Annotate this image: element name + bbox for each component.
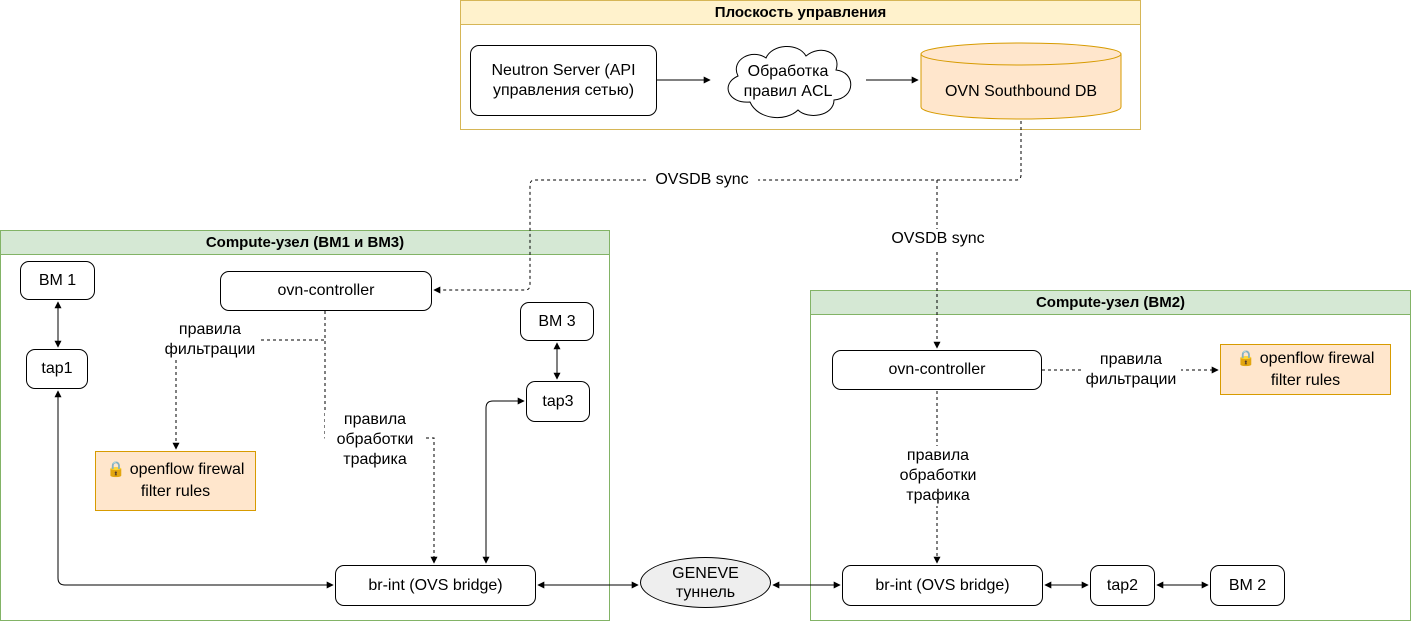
- geneve-tunnel-label: GENEVE туннель: [672, 564, 739, 601]
- neutron-server-label: Neutron Server (API управления сетью): [491, 61, 636, 99]
- compute-node-right: Compute-узел (ВМ2): [810, 290, 1411, 621]
- br-int-right[interactable]: br-int (OVS bridge): [842, 565, 1043, 606]
- control-plane-container: Плоскость управления: [460, 0, 1141, 130]
- acl-processing-cloud[interactable]: Обработка правил ACL: [712, 38, 864, 124]
- control-plane-title: Плоскость управления: [461, 1, 1140, 25]
- cloud-shape: [727, 46, 852, 119]
- compute-node-right-title: Compute-узел (ВМ2): [811, 291, 1410, 315]
- neutron-server-node[interactable]: Neutron Server (API управления сетью): [470, 45, 657, 116]
- geneve-tunnel-node[interactable]: GENEVE туннель: [640, 557, 771, 608]
- compute-node-left-title: Compute-узел (ВМ1 и ВМ3): [1, 231, 609, 255]
- compute-node-left: Compute-узел (ВМ1 и ВМ3): [0, 230, 610, 621]
- tap3-brint-edge: [482, 397, 525, 564]
- ovn-controller-left[interactable]: ovn-controller: [220, 271, 432, 311]
- filter-rules-left-label: правила фильтрации: [160, 320, 260, 360]
- vm3-node[interactable]: ВМ 3: [520, 302, 594, 341]
- ovsdb-sync-left-edge: [433, 121, 1022, 294]
- openflow-firewall-rules-right-content: 🔒 openflow firewal filter rules: [1223, 348, 1388, 392]
- processing-rules-right-label: правила обработки трафика: [888, 446, 988, 506]
- openflow-firewall-rules-right-label: openflow firewal filter rules: [1259, 349, 1375, 389]
- southbound-db-node[interactable]: OVN Southbound DB: [920, 42, 1122, 120]
- filter-rules-right-label: правила фильтрации: [1081, 350, 1181, 390]
- ovsdb-sync-left-label: OVSDB sync: [646, 170, 758, 190]
- ovn-controller-right[interactable]: ovn-controller: [832, 350, 1042, 390]
- lock-icon: 🔒: [1236, 349, 1256, 367]
- openflow-firewall-rules-right[interactable]: 🔒 openflow firewal filter rules: [1220, 344, 1391, 395]
- acl-processing-label: Обработка правил ACL: [743, 63, 833, 100]
- tap3-node[interactable]: tap3: [526, 381, 590, 422]
- ovsdb-sync-right-label: OVSDB sync: [882, 229, 994, 249]
- br-int-left[interactable]: br-int (OVS bridge): [335, 565, 536, 606]
- vm2-node[interactable]: ВМ 2: [1210, 565, 1285, 606]
- southbound-db-label: OVN Southbound DB: [944, 83, 1098, 100]
- database-cylinder-icon: [920, 42, 1122, 120]
- vm1-node[interactable]: ВМ 1: [20, 261, 95, 300]
- processing-rules-left-label: правила обработки трафика: [325, 410, 425, 470]
- tap1-node[interactable]: tap1: [26, 349, 88, 389]
- tap1-brint-edge: [54, 390, 334, 589]
- tap2-node[interactable]: tap2: [1090, 565, 1155, 606]
